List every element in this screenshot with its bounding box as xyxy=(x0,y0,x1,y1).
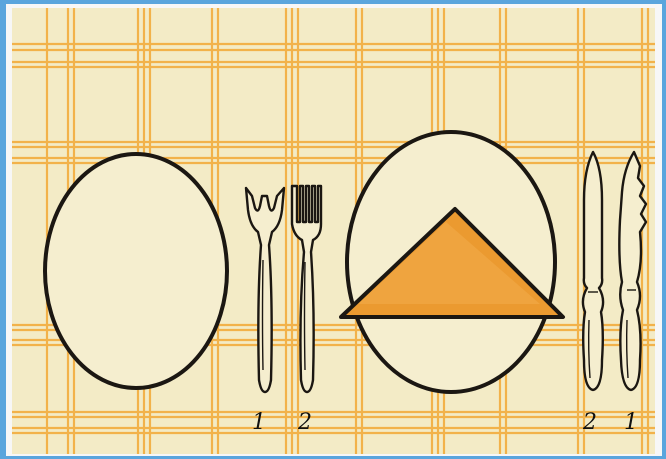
dinner-knife-icon xyxy=(583,152,603,390)
dinner-knife-label: 2 xyxy=(582,410,597,435)
dinner-fork-label: 2 xyxy=(297,410,312,435)
fish-knife-label: 1 xyxy=(624,410,638,435)
round-plate-icon xyxy=(45,154,227,388)
fish-fork-label: 1 xyxy=(252,410,266,435)
